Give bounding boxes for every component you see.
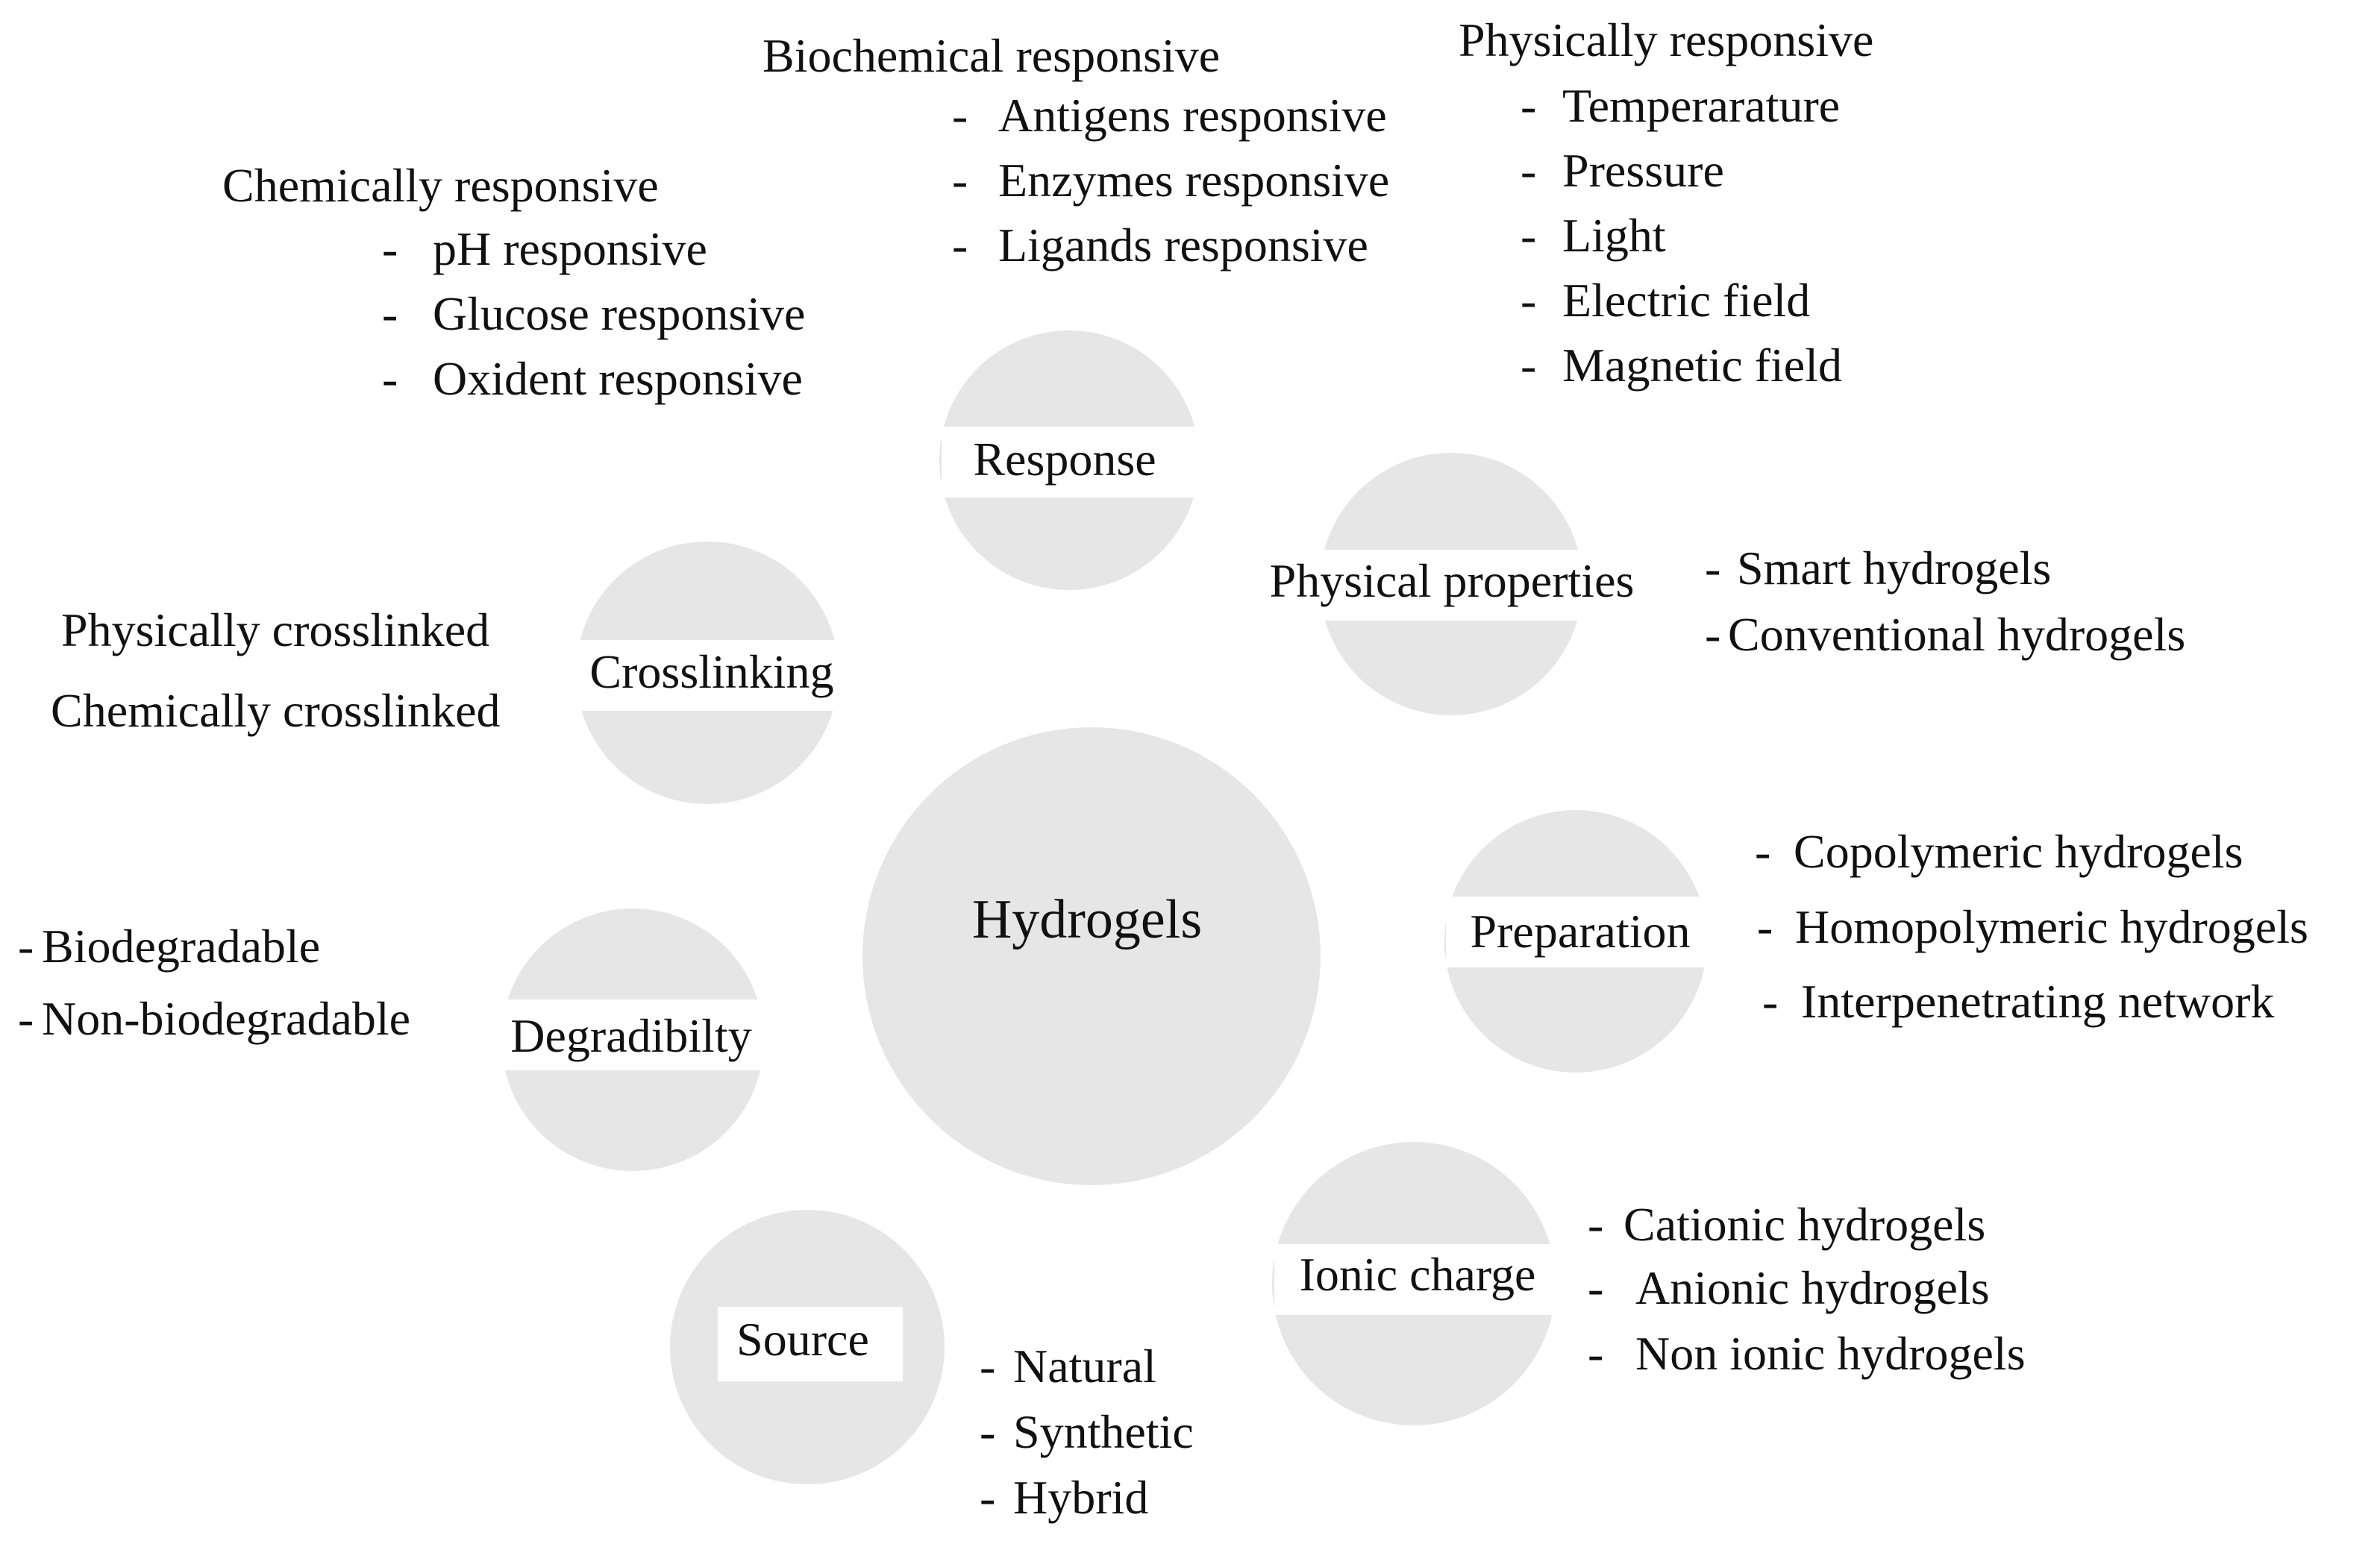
biochemical-responsive-heading: Biochemical responsive [762,29,1220,82]
list-item: Cationic hydrogels [1623,1198,1985,1251]
list-item: Pressure [1562,144,1724,197]
list-item: Antigens responsive [998,89,1387,142]
chemical-response-items: - pH responsive - Glucose responsive - O… [382,222,805,405]
list-item: - [382,222,398,275]
biochemical-items: - Antigens responsive - Enzymes responsi… [952,89,1389,272]
hydrogels-center-label: Hydrogels [972,889,1202,950]
ionic-charge-label-band [1274,1244,1558,1315]
ionic-charge-items: - Cationic hydrogels - Anionic hydrogels… [1588,1198,2026,1380]
list-item: Non-biodegradable [42,992,410,1045]
list-item: Ligands responsive [998,219,1368,272]
response-node-label: Response [973,433,1156,486]
list-item: Glucose responsive [433,287,805,340]
list-item: - [1588,1198,1603,1251]
physical-properties-items: - Smart hydrogels - Conventional hydroge… [1705,542,2185,661]
list-item: Conventional hydrogels [1728,608,2185,661]
list-item: - [1521,209,1536,262]
source-node-label: Source [736,1313,869,1366]
list-item: - [1588,1327,1603,1380]
list-item: - [1521,274,1536,327]
list-item: Enzymes responsive [998,154,1389,207]
list-item: Electric field [1562,274,1810,327]
list-item: - [18,920,34,973]
list-item: - [952,219,968,272]
list-item: Light [1562,209,1666,262]
list-item: Temperarature [1562,79,1840,132]
list-item: Magnetic field [1562,339,1842,392]
physical-properties-node-label: Physical properties [1270,554,1635,607]
preparation-label-band [1446,897,1711,967]
hydrogels-center-circle [862,727,1321,1185]
degradability-label-band [498,999,767,1070]
list-item: - [18,992,34,1045]
list-item: Non ionic hydrogels [1635,1327,2026,1380]
list-item: Copolymeric hydrogels [1794,825,2243,878]
list-item: - [1521,79,1536,132]
list-item: Synthetic [1013,1405,1194,1458]
list-item: - [382,287,398,340]
crosslinking-node-label: Crosslinking [589,645,833,698]
list-item: Physically crosslinked [61,603,489,656]
degradability-node-label: Degradibilty [510,1009,751,1062]
list-item: - [1588,1261,1603,1314]
preparation-items: - Copolymeric hydrogels - Homopolymeric … [1755,825,2308,1028]
degradability-items: - Biodegradable - Non-biodegradable [18,920,410,1045]
list-item: - [980,1340,995,1393]
list-item: - [980,1405,995,1458]
list-item: pH responsive [433,222,707,275]
list-item: Homopolymeric hydrogels [1795,900,2308,953]
physically-responsive-heading: Physically responsive [1459,13,1873,66]
crosslinking-items: Physically crosslinked Chemically crossl… [51,603,501,737]
list-item: - [1521,144,1536,197]
response-label-band [942,427,1203,498]
physical-properties-label-band [1244,550,1662,621]
list-item: Smart hydrogels [1737,542,2051,594]
list-item: - [1755,825,1770,878]
list-item: Anionic hydrogels [1635,1261,1990,1314]
list-item: Biodegradable [42,920,320,973]
list-item: Hybrid [1013,1471,1148,1524]
list-item: - [952,89,968,142]
source-items: - Natural - Synthetic - Hybrid [980,1340,1194,1524]
list-item: Chemically crosslinked [51,684,501,737]
crosslinking-label-band [574,640,851,711]
list-item: - [1705,542,1720,594]
chemically-responsive-heading: Chemically responsive [222,159,659,212]
source-label-band [718,1307,903,1381]
list-item: - [1705,608,1720,661]
physical-response-items: - Temperarature - Pressure - Light - Ele… [1521,79,1842,392]
list-item: Interpenetrating network [1801,975,2274,1028]
preparation-node-label: Preparation [1471,905,1691,958]
list-item: - [952,154,968,207]
list-item: - [382,352,398,405]
list-item: - [1521,339,1536,392]
list-item: - [1757,900,1773,953]
list-item: Oxident responsive [433,352,803,405]
ionic-charge-node-label: Ionic charge [1300,1248,1536,1301]
list-item: - [1762,975,1778,1028]
list-item: Natural [1013,1340,1156,1393]
list-item: - [980,1471,995,1524]
